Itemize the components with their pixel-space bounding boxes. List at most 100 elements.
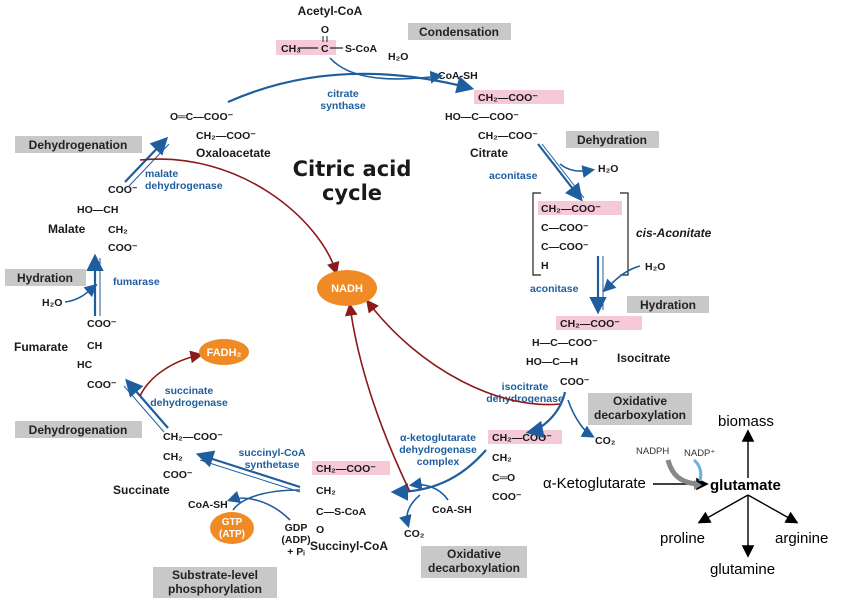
cis-aconitate: CH₂—COO⁻ C—COO⁻ C—COO⁻ H cis-Aconitate: [532, 192, 712, 276]
svg-text:CH₂—COO⁻: CH₂—COO⁻: [196, 130, 256, 142]
svg-text:GTP: GTP: [222, 517, 243, 528]
gdp-input: GDP (ADP) + Pᵢ: [281, 522, 310, 558]
svg-text:CH₃: CH₃: [281, 43, 301, 55]
svg-text:CH₂: CH₂: [108, 224, 128, 236]
svg-text:Oxidative: Oxidative: [447, 547, 501, 561]
svg-text:cycle: cycle: [322, 181, 382, 205]
svg-text:α-ketoglutarate: α-ketoglutarate: [400, 432, 476, 444]
succinate: CH₂—COO⁻ CH₂ COO⁻ Succinate: [113, 431, 223, 497]
svg-text:HO—CH: HO—CH: [77, 204, 118, 216]
svg-text:CH: CH: [87, 340, 102, 352]
step-dehydration: Dehydration: [566, 131, 659, 148]
step-hydration-right: Hydration: [627, 296, 709, 313]
svg-text:O═C—COO⁻: O═C—COO⁻: [170, 111, 234, 123]
svg-text:citrate: citrate: [327, 88, 359, 100]
svg-text:proline: proline: [660, 530, 705, 547]
svg-text:Oxidative: Oxidative: [613, 394, 667, 408]
enzyme-aconitase-1: aconitase: [489, 170, 538, 182]
nadh-arrows: [139, 158, 561, 493]
isocitrate: CH₂—COO⁻ H—C—COO⁻ HO—C—H COO⁻ Isocitrate: [526, 316, 671, 388]
svg-text:COO⁻: COO⁻: [108, 242, 138, 254]
svg-text:CH₂: CH₂: [492, 452, 512, 464]
svg-text:O: O: [316, 524, 324, 536]
svg-text:HO—C—H: HO—C—H: [526, 356, 578, 368]
step-hydration-left: Hydration: [5, 269, 86, 286]
svg-text:COO⁻: COO⁻: [492, 491, 522, 503]
svg-text:Succinyl-CoA: Succinyl-CoA: [310, 539, 388, 553]
svg-text:CH₂—COO⁻: CH₂—COO⁻: [492, 432, 552, 444]
citrate: CH₂—COO⁻ HO—C—COO⁻ CH₂—COO⁻ Citrate: [445, 90, 564, 160]
svg-text:Dehydrogenation: Dehydrogenation: [29, 138, 128, 152]
enzyme-citrate-synthase: citrate synthase: [320, 88, 366, 112]
svg-text:succinyl-CoA: succinyl-CoA: [238, 447, 306, 459]
succinyl-coa: CH₂—COO⁻ CH₂ C—S-CoA O Succinyl-CoA: [310, 461, 390, 553]
svg-text:synthetase: synthetase: [245, 459, 300, 471]
diagram-title: Citric acid cycle: [293, 157, 412, 205]
step-dehydrogenation-top: Dehydrogenation: [15, 136, 142, 153]
oxaloacetate: O═C—COO⁻ CH₂—COO⁻ Oxaloacetate: [170, 111, 271, 160]
svg-text:FADH₂: FADH₂: [207, 347, 242, 359]
svg-text:complex: complex: [417, 456, 460, 468]
coa-sh-release: CoA-SH: [438, 70, 478, 82]
co2-release-1: CO₂: [595, 435, 616, 447]
enzyme-malate-dehydrogenase: malate dehydrogenase: [145, 168, 223, 192]
svg-text:biomass: biomass: [718, 413, 774, 430]
h2o-hydration: H₂O: [645, 261, 665, 273]
svg-text:S-CoA: S-CoA: [345, 43, 377, 55]
svg-text:phosphorylation: phosphorylation: [168, 582, 262, 596]
alpha-ketoglutarate: CH₂—COO⁻ CH₂ C═O COO⁻: [488, 430, 562, 503]
fumarate: COO⁻ CH HC COO⁻ Fumarate: [14, 318, 117, 391]
svg-text:CH₂: CH₂: [163, 451, 183, 463]
svg-text:synthase: synthase: [320, 100, 366, 112]
svg-text:isocitrate: isocitrate: [502, 381, 549, 393]
svg-text:COO⁻: COO⁻: [87, 379, 117, 391]
co2-release-2: CO₂: [404, 528, 425, 540]
svg-text:Hydration: Hydration: [17, 271, 73, 285]
svg-text:glutamate: glutamate: [710, 477, 781, 494]
svg-text:glutamine: glutamine: [710, 561, 775, 578]
svg-text:CH₂—COO⁻: CH₂—COO⁻: [478, 92, 538, 104]
svg-text:NADH: NADH: [331, 283, 363, 295]
svg-text:NADPH: NADPH: [636, 446, 669, 457]
svg-text:dehydrogenase: dehydrogenase: [486, 393, 564, 405]
acetyl-coa: Acetyl-CoA O CH₃ C S-CoA: [276, 4, 377, 55]
enzyme-aconitase-2: aconitase: [530, 283, 579, 295]
svg-text:COO⁻: COO⁻: [560, 376, 590, 388]
svg-text:CH₂—COO⁻: CH₂—COO⁻: [478, 130, 538, 142]
svg-text:O: O: [321, 24, 329, 36]
svg-text:α-Ketoglutarate: α-Ketoglutarate: [543, 475, 646, 492]
enzyme-succinate-dehydrogenase: succinate dehydrogenase: [150, 385, 228, 409]
h2o-condensation: H₂O: [388, 51, 408, 63]
svg-text:Condensation: Condensation: [419, 25, 499, 39]
svg-text:CH₂—COO⁻: CH₂—COO⁻: [316, 463, 376, 475]
svg-text:Substrate-level: Substrate-level: [172, 568, 258, 582]
svg-text:C—COO⁻: C—COO⁻: [541, 222, 589, 234]
svg-text:Acetyl-CoA: Acetyl-CoA: [298, 4, 363, 18]
svg-text:HC: HC: [77, 359, 93, 371]
svg-text:Hydration: Hydration: [640, 298, 696, 312]
svg-text:dehydrogenase: dehydrogenase: [150, 397, 228, 409]
malate: COO⁻ HO—CH CH₂ COO⁻ Malate: [48, 184, 138, 254]
svg-text:dehydrogenase: dehydrogenase: [145, 180, 223, 192]
svg-text:COO⁻: COO⁻: [87, 318, 117, 330]
svg-text:NADP⁺: NADP⁺: [684, 448, 715, 459]
svg-text:(ATP): (ATP): [219, 529, 245, 540]
svg-text:C: C: [321, 43, 329, 55]
svg-text:Succinate: Succinate: [113, 483, 170, 497]
svg-text:COO⁻: COO⁻: [108, 184, 138, 196]
svg-text:CH₂—COO⁻: CH₂—COO⁻: [163, 431, 223, 443]
svg-text:COO⁻: COO⁻: [163, 469, 193, 481]
svg-text:+ Pᵢ: + Pᵢ: [287, 546, 305, 558]
svg-text:C—COO⁻: C—COO⁻: [541, 241, 589, 253]
enzyme-isocitrate-dehydrogenase: isocitrate dehydrogenase: [486, 381, 564, 405]
h2o-fumarase: H₂O: [42, 297, 62, 309]
svg-text:Oxaloacetate: Oxaloacetate: [196, 146, 271, 160]
svg-text:CH₂—COO⁻: CH₂—COO⁻: [560, 318, 620, 330]
enzyme-akg-dehydrogenase-complex: α-ketoglutarate dehydrogenase complex: [399, 432, 477, 468]
svg-text:Malate: Malate: [48, 222, 86, 236]
svg-text:CH₂: CH₂: [316, 485, 336, 497]
h2o-dehydration: H₂O: [598, 163, 618, 175]
svg-text:H: H: [541, 260, 549, 272]
svg-text:Citric acid: Citric acid: [293, 157, 412, 181]
